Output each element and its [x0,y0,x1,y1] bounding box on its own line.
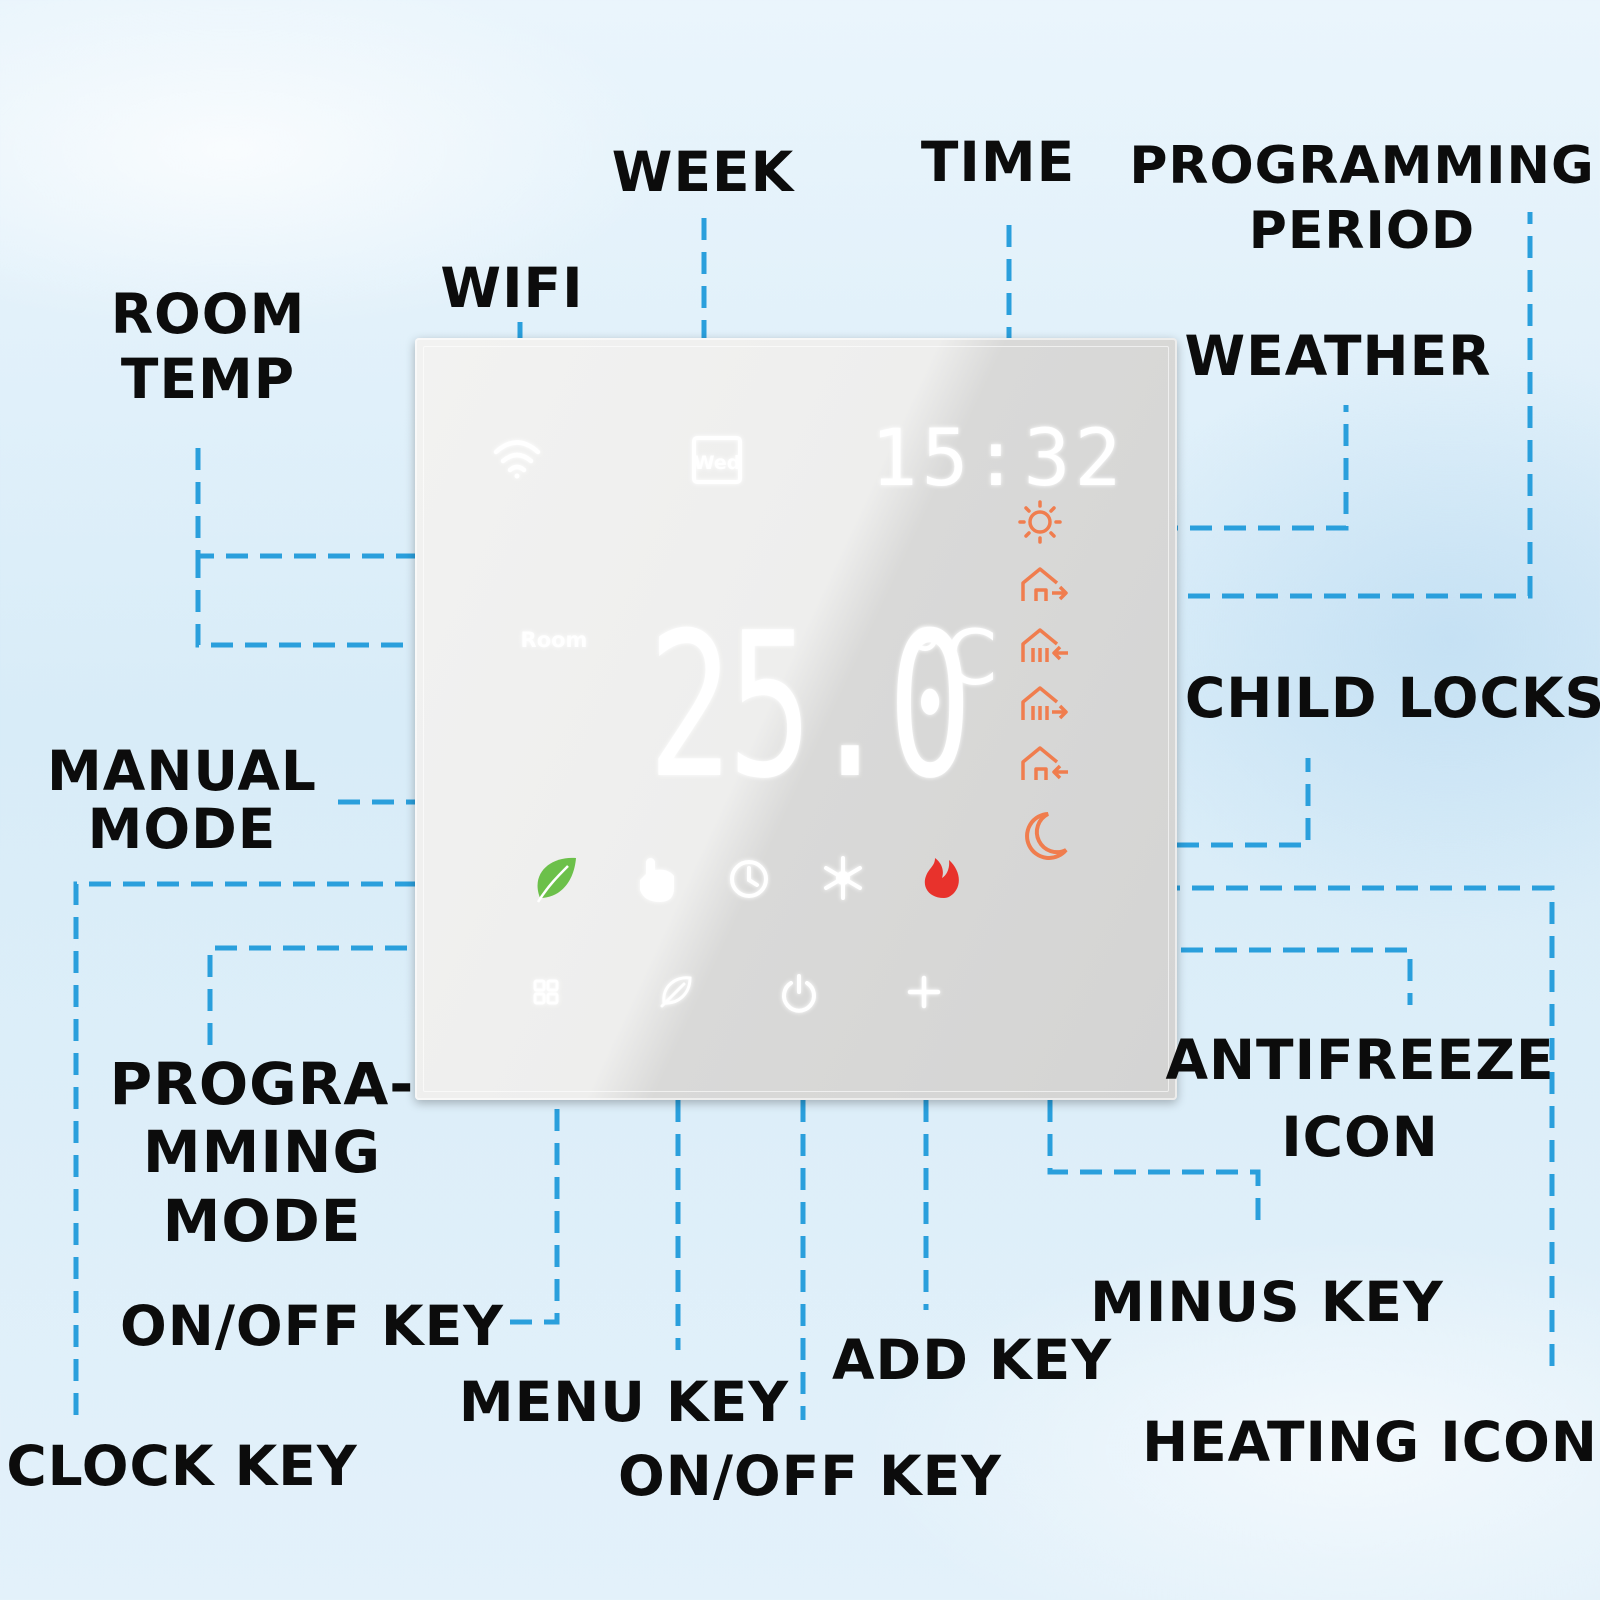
temperature-unit: °C [906,613,997,702]
label-antifreeze-line1: ANTIFREEZE [1165,1028,1555,1092]
thermostat-panel [415,338,1177,1100]
label-manual-mode-line1: MANUAL [47,739,317,803]
leader-room-label [195,556,495,648]
leader-minus-btn [1047,1032,1261,1232]
label-programming-mode-line3: MODE [162,1186,362,1255]
label-manual-mode: MANUAL MODE [47,742,317,859]
label-minus-key: MINUS KEY [1090,1270,1444,1334]
week-day-text: Wed [694,452,741,474]
label-clock-key: CLOCK KEY [6,1434,358,1498]
label-programming-mode: PROGRA- MMING MODE [110,1050,415,1255]
plus-icon[interactable] [907,975,941,1009]
feather-icon[interactable] [660,976,692,1008]
label-week: WEEK [611,140,795,204]
label-antifreeze-icon: ANTIFREEZE ICON [1165,1022,1554,1176]
leader-programming-period [1086,212,1533,599]
label-menu-key: MENU KEY [458,1370,790,1434]
label-manual-mode-line2: MODE [87,797,277,862]
label-programming-period-line2: PERIOD [1248,201,1476,261]
hand-icon [640,858,674,902]
room-label: Room [521,628,588,652]
label-room-temp-line1: ROOM [110,282,306,346]
label-on-off-key-bottom: ON/OFF KEY [618,1444,1002,1508]
label-heating-icon: HEATING ICON [1142,1410,1598,1474]
label-wifi: WIFI [440,256,584,320]
home-in-icon [1021,746,1068,780]
label-room-temp: ROOM TEMP [111,282,306,412]
label-child-locks: CHILD LOCKS [1184,666,1600,730]
week-icon: Wed [692,436,742,484]
label-programming-period: PROGRAMMING PERIOD [1129,134,1594,264]
leader-leaf [73,881,535,1415]
label-antifreeze-line2: ICON [1281,1105,1439,1169]
home-meal-out-icon [1021,686,1068,720]
label-programming-mode-line1: PROGRA- [109,1050,415,1118]
label-on-off-key-left: ON/OFF KEY [120,1294,504,1358]
leaf-icon [536,857,576,903]
label-weather: WEATHER [1184,324,1492,388]
power-icon[interactable] [782,974,816,1013]
leader-menu-btn [510,1032,560,1325]
sun-icon [1018,500,1062,544]
moon-icon [1025,812,1068,860]
label-time: TIME [920,130,1076,194]
label-programming-mode-line2: MMING [142,1118,382,1187]
flame-icon [924,858,959,898]
label-programming-period-line1: PROGRAMMING [1129,136,1595,196]
label-room-temp-line2: TEMP [120,346,296,411]
home-out-icon [1021,567,1068,601]
home-meal-in-icon [1021,628,1068,662]
label-add-key: ADD KEY [831,1328,1113,1392]
temperature-readout: 25.0 [648,590,968,823]
menu-icon[interactable] [533,979,559,1005]
snowflake-icon [824,856,862,900]
clock-icon [730,860,768,898]
wifi-icon [493,440,541,479]
time-readout: 15:32 [871,414,1126,504]
